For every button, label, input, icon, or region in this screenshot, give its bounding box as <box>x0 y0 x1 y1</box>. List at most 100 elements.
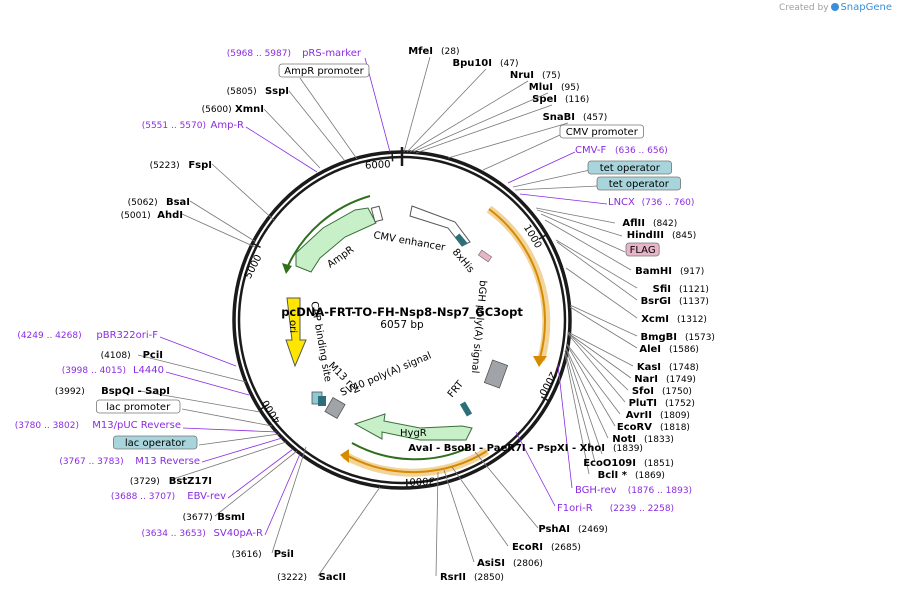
label-name: BamHI <box>635 266 672 277</box>
leader-line <box>567 331 634 367</box>
map-label-feature: lac promoter <box>96 399 181 414</box>
label-name: SspI <box>265 86 289 97</box>
label-name: XmnI <box>235 104 264 115</box>
map-label-operator: tet operator <box>596 176 681 191</box>
credit-text: Created by <box>779 3 829 13</box>
map-label-enzyme: PsiI(3616) <box>232 549 294 560</box>
label-name: SpeI <box>532 94 557 105</box>
leader-line <box>556 241 638 301</box>
label-num: (1749) <box>666 375 696 385</box>
feature-cap-box <box>318 396 326 406</box>
leader-line <box>403 56 431 153</box>
label-num: (1833) <box>644 435 674 445</box>
label-name: M13/pUC Reverse <box>92 420 181 431</box>
label-frt: FRT <box>446 378 467 400</box>
map-label-primer: pRS-marker(5968 .. 5987) <box>227 48 362 59</box>
map-label-primer: LNCX (736 .. 760) <box>608 197 694 208</box>
leader-line <box>211 163 276 222</box>
label-name: L4440 <box>133 365 164 376</box>
leader-line <box>519 193 608 205</box>
leader-line <box>189 200 257 243</box>
label-num: (1752) <box>665 399 695 409</box>
leader-line <box>443 469 475 563</box>
leader-line <box>182 427 278 433</box>
cds-arc-right-line <box>488 208 546 359</box>
cds-arc-bottom-head <box>340 449 349 463</box>
leader-line <box>569 306 638 349</box>
label-name: AleI <box>639 344 661 355</box>
leader-line <box>415 104 553 154</box>
map-label-enzyme: MluI(95) <box>529 82 580 93</box>
map-label-feature: AmpR promoter <box>278 63 370 78</box>
label-num: (3222) <box>277 573 307 583</box>
label-num: (4249 .. 4268) <box>17 331 81 341</box>
label-num: (842) <box>653 219 677 229</box>
leader-line <box>137 354 247 383</box>
label-num: (75) <box>542 71 560 81</box>
snapgene-logo-icon <box>831 3 840 11</box>
label-num: (845) <box>672 231 696 241</box>
leader-line <box>412 92 549 153</box>
map-label-enzyme: BamHI(917) <box>635 266 704 277</box>
label-num: (736 .. 760) <box>642 198 695 208</box>
label-name: AmpR promoter <box>284 66 364 77</box>
label-num: (1750) <box>662 387 692 397</box>
label-name: Bpu10I <box>452 58 492 69</box>
map-label-enzyme: RsrII(2850) <box>440 572 504 583</box>
leader-line <box>482 134 561 171</box>
map-label-primer: Amp-R(5551 .. 5570) <box>142 120 244 131</box>
map-label-enzyme: EcoRI(2685) <box>512 542 581 553</box>
tick-mark <box>253 243 261 249</box>
label-name: CMV promoter <box>566 127 639 138</box>
label-name: BsrGI <box>641 296 671 307</box>
feature-amp-promoter-box <box>370 205 384 223</box>
tick-label: 6000 <box>365 159 391 171</box>
label-box <box>596 176 681 191</box>
map-label-primer: EBV-rev(3688 .. 3707) <box>111 491 226 502</box>
map-label-enzyme: XmnI(5600) <box>202 104 264 115</box>
label-name: AsiSI <box>477 558 505 569</box>
label-name: AvrII <box>626 410 652 421</box>
label-name: NruI <box>510 70 534 81</box>
leader-line <box>474 451 539 529</box>
label-name: lac promoter <box>106 402 171 413</box>
label-num: (1809) <box>660 411 690 421</box>
plasmid-name: pcDNA-FRT-TO-FH-Nsp8-Nsp7_GC3opt <box>281 305 523 320</box>
label-name: CMV-F <box>575 145 606 156</box>
label-num: (2806) <box>513 559 543 569</box>
label-num: (5600) <box>202 105 232 115</box>
leader-line <box>181 408 273 427</box>
map-label-feature: CMV promoter <box>559 124 644 139</box>
label-name: PciI <box>143 350 163 361</box>
label-name: tet operator <box>609 179 670 190</box>
label-hygr: HygR <box>400 428 427 439</box>
label-name: lac operator <box>125 438 186 449</box>
label-name: SV40pA-R <box>214 528 263 539</box>
map-label-enzyme: HindIII(845) <box>627 230 696 241</box>
label-box <box>278 63 370 78</box>
map-label-enzyme: BspQI - SapI(3992) <box>55 386 170 397</box>
map-label-primer: pBR322ori-F(4249 .. 4268) <box>17 330 158 341</box>
map-label-enzyme: SspI(5805) <box>227 86 289 97</box>
leader-line <box>169 441 287 481</box>
feature-flag-box <box>478 249 492 263</box>
label-name: AvaI - BsoBI - PaeR7I - PspXI - XhoI <box>408 443 605 454</box>
label-num: (1876 .. 1893) <box>628 486 692 496</box>
label-num: (1748) <box>669 363 699 373</box>
leader-line <box>271 446 307 554</box>
feature-sv40-polya <box>324 397 346 419</box>
map-label-operator: lac operator <box>113 435 198 450</box>
label-num: (1573) <box>685 333 715 343</box>
label-name: LNCX <box>608 197 635 208</box>
leader-line <box>159 336 237 367</box>
label-name: RsrII <box>440 572 466 583</box>
label-name: SfiI <box>653 284 671 295</box>
label-name: MluI <box>529 82 553 93</box>
leader-line <box>535 207 616 224</box>
label-num: (5551 .. 5570) <box>142 121 206 131</box>
label-name: pRS-marker <box>302 48 362 59</box>
leader-line <box>409 80 529 153</box>
label-name: M13 Reverse <box>135 456 200 467</box>
map-label-enzyme: PluTI(1752) <box>629 398 695 409</box>
